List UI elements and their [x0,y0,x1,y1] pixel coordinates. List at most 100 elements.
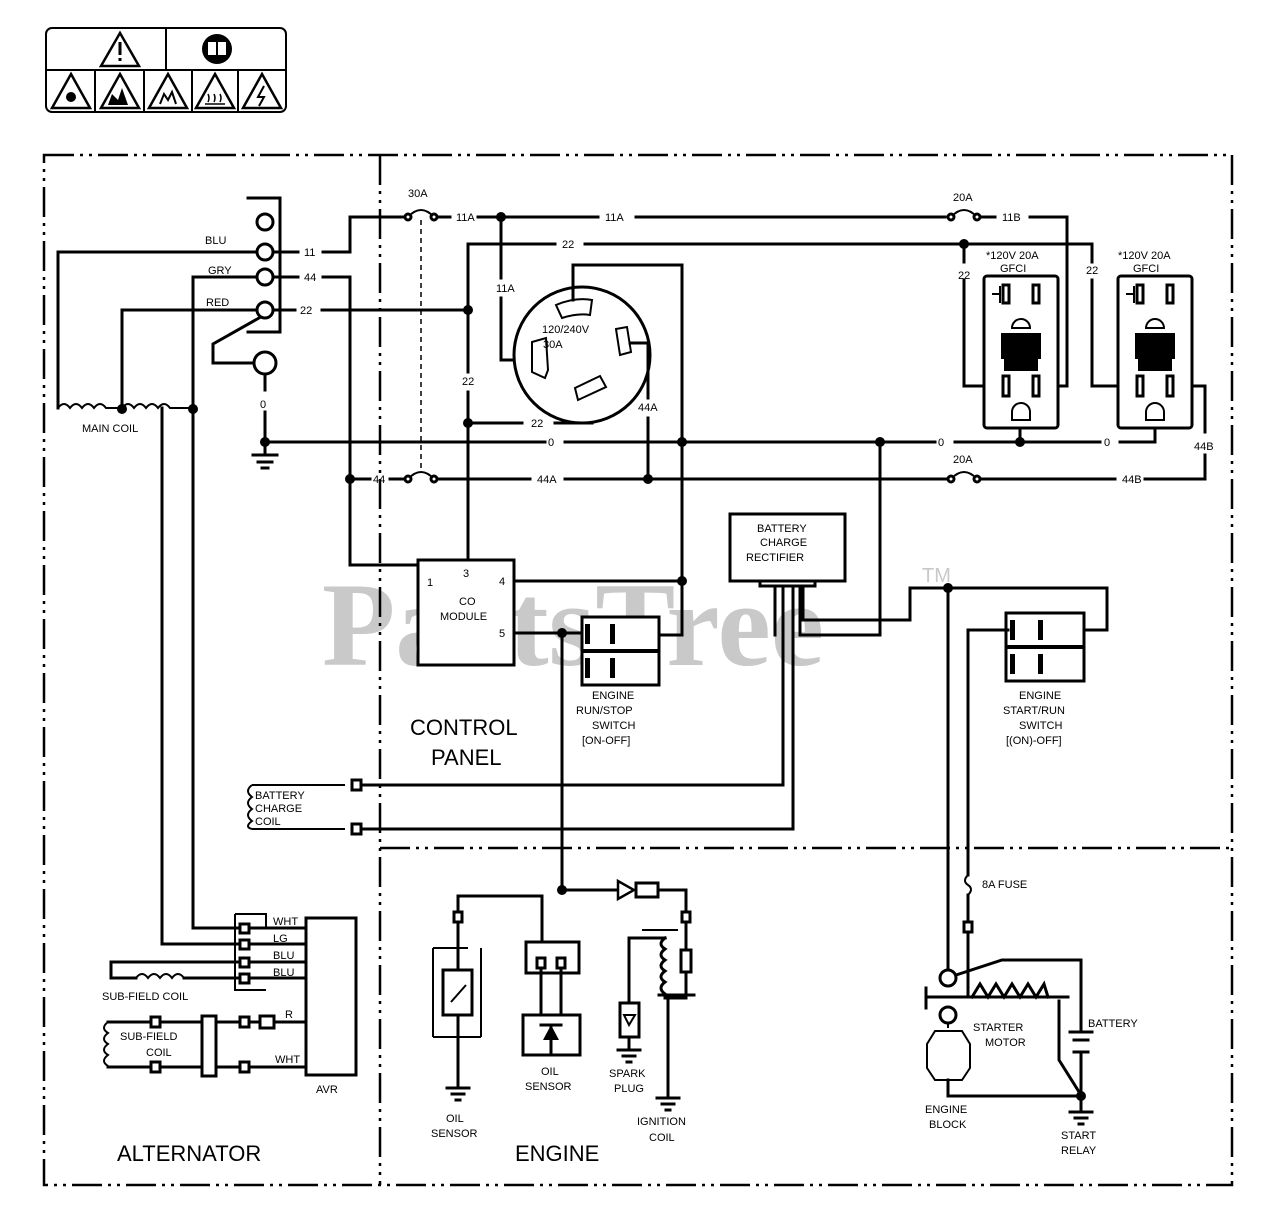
battery-charge-coil [247,778,363,836]
run-stop-label-line1: ENGINE [592,690,634,702]
wire-label-22-gfci1: 22 [958,270,970,282]
engine-block-line2: BLOCK [929,1119,967,1131]
starter-motor-line2: MOTOR [985,1037,1026,1049]
section-title-alternator: ALTERNATOR [117,1141,261,1166]
gfci-2-rating: *120V 20A [1118,250,1171,262]
breaker-20a-bottom[interactable] [946,471,982,484]
gfci-1-type: GFCI [1000,263,1026,275]
engine-block-line1: ENGINE [925,1104,967,1116]
ignition-coil-line2: COIL [649,1132,675,1144]
wire-label-44a-2: 44A [537,474,557,486]
main-coil [56,250,257,946]
co-module-label-line1: CO [459,596,476,608]
watermark-tm: TM [922,565,951,587]
hazard-entanglement-icon [49,71,93,110]
wire-label-22-left: 22 [462,376,474,388]
gfci-receptacle-2[interactable] [1116,274,1194,430]
hazard-electric-shock-icon [240,71,284,110]
diode-icon [616,878,660,902]
section-borders [42,153,1234,1187]
engine-run-stop-switch[interactable] [580,615,661,687]
breaker-20a-top[interactable] [946,209,982,222]
wire-label-22-bottom: 22 [531,418,543,430]
gfci-1-rating: *120V 20A [986,250,1039,262]
wire-label-11a-1: 11A [456,212,475,224]
avr-wire-wht-1: WHT [273,916,298,928]
section-title-engine: ENGINE [515,1141,599,1166]
warning-label [45,27,287,113]
section-title-control: CONTROL [410,715,518,740]
co-module-pin-3: 3 [463,568,469,580]
terminal-block [211,196,282,470]
co-module-label-line2: MODULE [440,611,487,623]
start-run-label-line3: SWITCH [1019,720,1062,732]
breaker-30a-label: 30A [408,188,428,200]
fuse-8a-label: 8A FUSE [982,879,1027,891]
breaker-20a-bottom-label: 20A [953,454,973,466]
wire-label-0-2: 0 [938,437,944,449]
ignition-coil-line1: IGNITION [637,1116,686,1128]
wire-label-44: 44 [304,272,316,284]
sub-field-coil-2 [103,1014,308,1078]
start-run-label-line1: ENGINE [1019,690,1061,702]
oil-sensor-2-line2: SENSOR [525,1081,572,1093]
spark-plug-line1: SPARK [609,1068,646,1080]
wire-label-0-ground: 0 [260,399,266,411]
wire-label-22-gfci2: 22 [1086,265,1098,277]
avr-wire-blu-2: BLU [273,967,294,979]
battery-charge-coil-line3: COIL [255,816,281,828]
sub-field-coil-2-line2: COIL [146,1047,172,1059]
starter-motor-relay [924,958,1094,1126]
rectifier-label-line1: BATTERY [757,523,807,535]
battery-charge-rectifier [728,512,847,588]
avr-wire-blu-1: BLU [273,950,294,962]
run-stop-label-line3: SWITCH [592,720,635,732]
avr [234,913,358,1077]
ignition-coil [627,920,696,1112]
battery-label: BATTERY [1088,1018,1138,1030]
gfci-2-type: GFCI [1133,263,1159,275]
run-stop-label-line4: [ON-OFF] [582,735,630,747]
wire-label-44b-2: 44B [1194,441,1214,453]
co-module-pin-1: 1 [427,577,433,589]
warning-exclamation-icon [98,30,142,68]
oil-sensor-1 [432,894,544,1102]
co-module-pin-4: 4 [499,576,505,588]
wire-label-22: 22 [300,305,312,317]
co-module [416,558,516,667]
starter-motor-line1: STARTER [973,1022,1023,1034]
sub-field-coil-1 [109,960,242,980]
breaker-20a-top-label: 20A [953,192,973,204]
oil-sensor-1-line1: OIL [446,1113,464,1125]
section-title-panel: PANEL [431,745,502,770]
wire-label-44b-1: 44B [1122,474,1142,486]
hazard-explosion-icon [146,71,190,110]
wire-label-11b: 11B [1002,212,1021,224]
engine-start-run-switch[interactable] [1004,611,1086,683]
wire-label-11a-3: 11A [496,283,515,295]
start-run-label-line2: START/RUN [1003,705,1065,717]
gfci-receptacle-1[interactable] [982,274,1060,430]
spark-plug-line2: PLUG [614,1083,644,1095]
battery-charge-coil-line2: CHARGE [255,803,302,815]
oil-sensor-2 [521,940,582,1057]
wire-label-0-1: 0 [548,437,554,449]
start-run-label-line4: [(ON)-OFF] [1006,735,1062,747]
avr-wire-lg: LG [273,933,288,945]
rectifier-label-line3: RECTIFIER [746,552,804,564]
wire-label-44-bottom: 44 [373,474,385,486]
ground-icon [251,440,279,470]
start-relay-line2: RELAY [1061,1145,1097,1157]
twist-lock-receptacle[interactable] [512,285,652,425]
sub-field-coil-2-line1: SUB-FIELD [120,1031,178,1043]
avr-wire-r: R [285,1009,293,1021]
wire-label-11a-2: 11A [605,212,624,224]
twist-lock-rating-line2: 30A [543,339,563,351]
fuse-8a[interactable] [962,874,974,998]
wire-label-blu: BLU [205,235,226,247]
main-coil-label: MAIN COIL [82,423,138,435]
battery-charge-coil-line1: BATTERY [255,790,305,802]
spark-plug [616,1001,642,1064]
wire-label-0-3: 0 [1104,437,1110,449]
